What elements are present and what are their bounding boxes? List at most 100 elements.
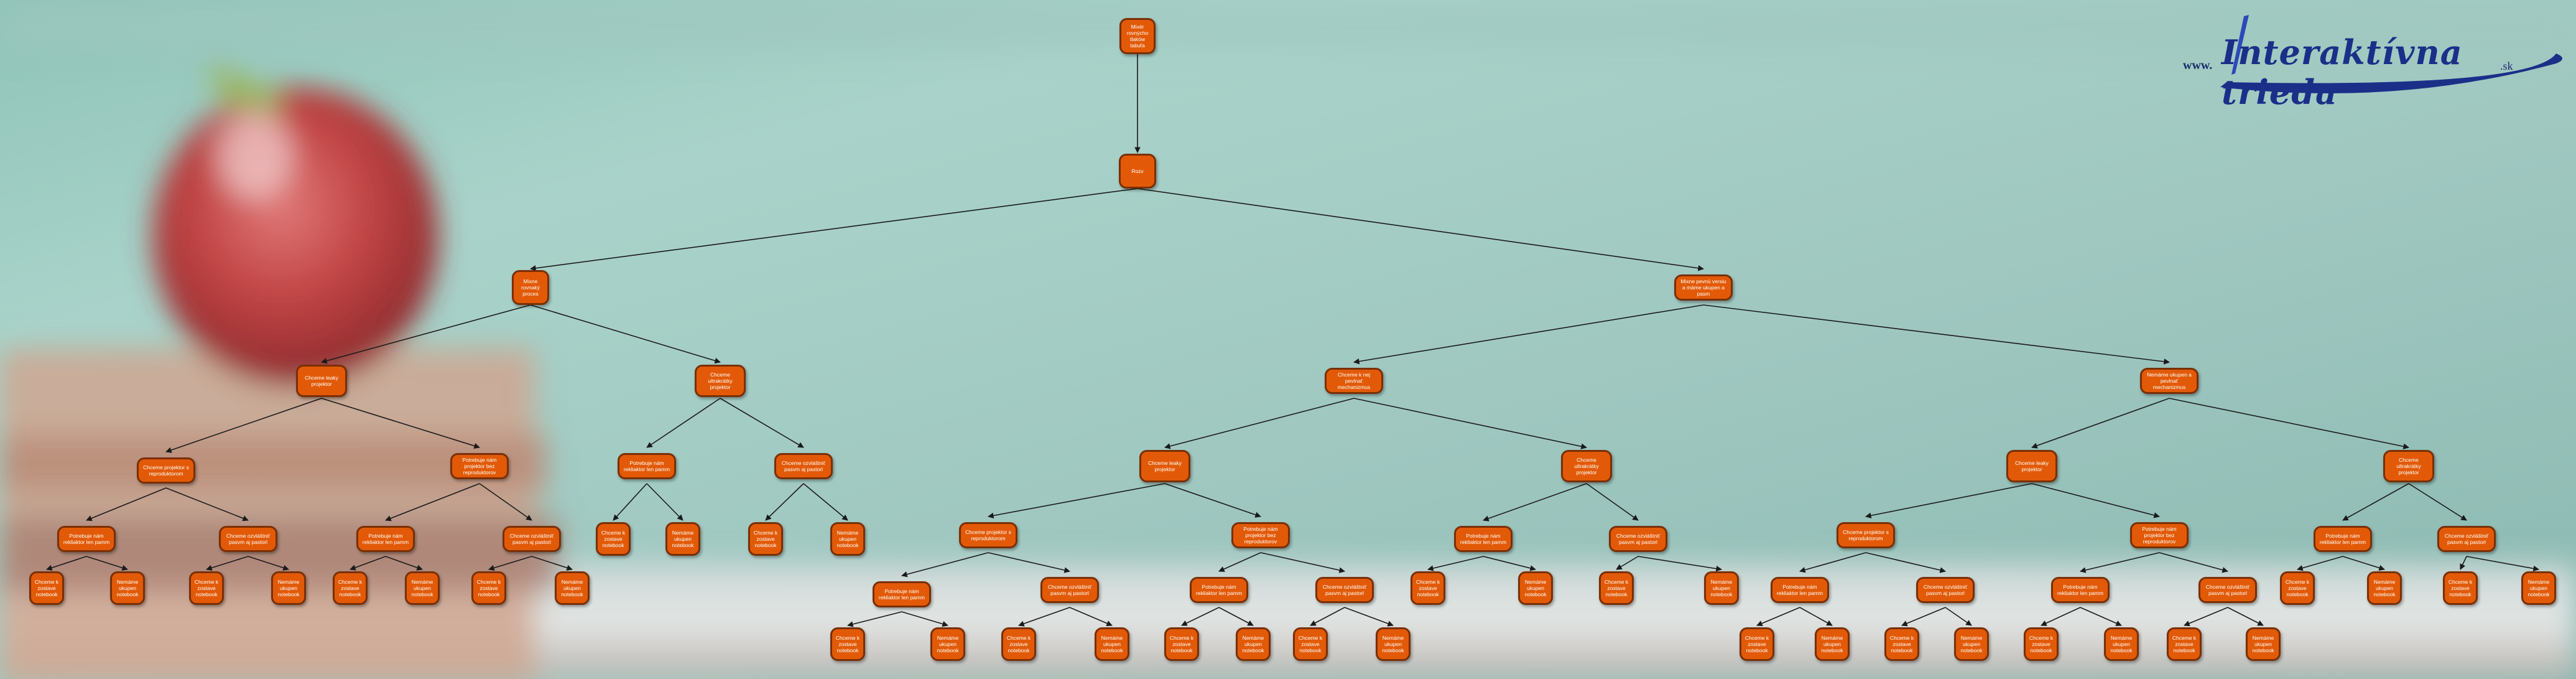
connector-arrow [46, 556, 87, 571]
outcome-node: Nemáme ukupen notebook [1518, 571, 1553, 605]
connector-arrow [646, 483, 683, 521]
logo-name: Interaktívna trieda [2222, 32, 2463, 112]
decision-node: Chceme ultrakrátky projektor [2383, 450, 2434, 482]
decision-node: Chceme ultrakrátky projektor [695, 365, 746, 397]
outcome-node: Nemáme ukupen notebook [1095, 627, 1129, 661]
decision-node: Chceme leaky projektor [1139, 450, 1190, 482]
decision-node: Chceme leaky projektor [2006, 450, 2057, 482]
decision-node: Chceme ozvláštniť pasvm aj pastorl [1040, 577, 1099, 603]
outcome-node: Nemáme ukupen notebook [665, 522, 700, 556]
connector-arrow [1483, 483, 1587, 522]
connector-arrow [2159, 552, 2228, 573]
connector-arrow [2080, 552, 2160, 573]
decision-node: Potrebuje nám rekliaktor len pamm [618, 453, 676, 479]
connector-arrow [720, 398, 804, 448]
connector-arrow [1018, 607, 1070, 627]
logo-swoosh-icon [2220, 15, 2562, 94]
connector-arrow [1137, 188, 1704, 271]
connector-arrow [530, 188, 1138, 271]
connector-arrow [1344, 607, 1394, 627]
outcome-node: Chceme k zostave notebook [748, 522, 783, 556]
connector-arrow [1353, 304, 1704, 365]
outcome-node: Chceme k zostave notebook [1411, 571, 1445, 605]
connector-arrow [1638, 556, 1722, 572]
outcome-node: Chceme k zostave notebook [1884, 627, 1919, 661]
connector-arrow [1164, 398, 1355, 449]
decision-node: Chceme ozvláštniť pasvm aj pastorl [2437, 526, 2496, 552]
connector-arrow [321, 398, 480, 449]
decision-node: Potrebuje nám rekliaktor len pamm [356, 526, 415, 552]
connector-arrow [803, 483, 848, 521]
decision-node: Chceme leaky projektor [296, 365, 347, 397]
decision-node: Potrebuje nám projektor bez reproduktoro… [450, 453, 509, 479]
connector-arrow [385, 483, 480, 522]
decision-node: Chceme ozvláštniť pasvm aj pastorl [1609, 526, 1667, 552]
decision-node: Chceme ozvláštniť pasvm aj pastorl [2198, 577, 2257, 603]
connector-arrow [1069, 607, 1113, 627]
connector-arrow [1218, 552, 1261, 572]
connector-arrow [165, 398, 322, 453]
decision-node: Potrebuje nám rekliaktor len pamm [1454, 526, 1513, 552]
connector-arrow [2342, 483, 2409, 521]
connector-arrow [1865, 552, 1946, 573]
connector-arrow [1756, 607, 1800, 627]
outcome-node: Chceme k zostave notebook [1293, 627, 1328, 661]
outcome-node: Nemáme ukupen notebook [2246, 627, 2281, 661]
outcome-node: Nemáme ukupen notebook [271, 571, 306, 605]
connector-arrow [2080, 607, 2122, 626]
connector-arrow [248, 556, 289, 571]
outcome-node: Nemáme ukupen notebook [405, 571, 440, 605]
connector-arrow [1799, 552, 1866, 573]
connector-arrow [2031, 398, 2170, 449]
decision-node: Chceme ozvláštniť pasvm aj pastorl [1315, 577, 1374, 603]
connector-arrow [2460, 556, 2467, 570]
outcome-node: Nemáme ukupen notebook [1954, 627, 1989, 661]
connector-arrow [165, 487, 249, 522]
connector-arrow [1353, 398, 1587, 449]
connector-arrow [2041, 607, 2081, 626]
decision-node: Mixne rovnaký proces [512, 270, 549, 305]
connector-arrow [488, 556, 532, 571]
connector-arrow [847, 611, 902, 627]
connector-arrow [2031, 483, 2160, 518]
connector-arrow [530, 304, 721, 364]
outcome-node: Nemáme ukupen notebook [1236, 627, 1271, 661]
connector-arrow [385, 556, 423, 571]
outcome-node: Nemáme ukupen notebook [555, 571, 590, 605]
decision-node: Chceme ultrakrátky projektor [1561, 450, 1612, 482]
outcome-node: Chceme k zostave notebook [596, 522, 631, 556]
outcome-node: Chceme k zostave notebook [1740, 627, 1774, 661]
connector-arrow [1799, 607, 1833, 626]
connector-arrow [613, 483, 647, 521]
decision-node: Chceme ozvláštniť pasvm aj pastorl [774, 453, 833, 479]
connector-arrow [1181, 607, 1220, 626]
outcome-node: Chceme k zostave notebook [29, 571, 64, 605]
connector-arrow [2227, 607, 2264, 626]
decision-node: Chceme projektor s reproduktorom [1837, 522, 1895, 548]
connector-arrow [901, 611, 948, 627]
connector-arrow [479, 483, 532, 521]
connector-arrow [86, 487, 167, 522]
connector-arrow [531, 556, 573, 571]
outcome-node: Chceme k zostave notebook [333, 571, 368, 605]
outcome-node: Chceme k zostave notebook [1001, 627, 1036, 661]
logo-prefix: www. [2183, 59, 2213, 72]
connector-arrow [2169, 398, 2409, 449]
outcome-node: Nemáme ukupen notebook [1704, 571, 1739, 605]
decision-node: Chceme ozvláštniť pasvm aj pastorl [503, 526, 561, 552]
decision-node: Potrebuje nám rekliaktor len pamm [2051, 577, 2110, 603]
outcome-node: Chceme k zostave notebook [1599, 571, 1634, 605]
outcome-node: Nemáme ukupen notebook [2104, 627, 2139, 661]
decision-node: Chceme ozvláštniť pasvm aj pastorl [1916, 577, 1975, 603]
connector-arrow [2184, 607, 2228, 627]
decision-node: Potrebuje nám rekliaktor len pamm [57, 526, 116, 552]
outcome-node: Chceme k zostave notebook [1164, 627, 1199, 661]
connector-arrow [206, 556, 249, 571]
connector-arrow [2466, 556, 2539, 572]
connector-arrow [1483, 556, 1536, 571]
connector-arrow [765, 483, 804, 521]
decision-node: Potrebuje nám projektor bez reproduktoro… [2130, 522, 2189, 548]
